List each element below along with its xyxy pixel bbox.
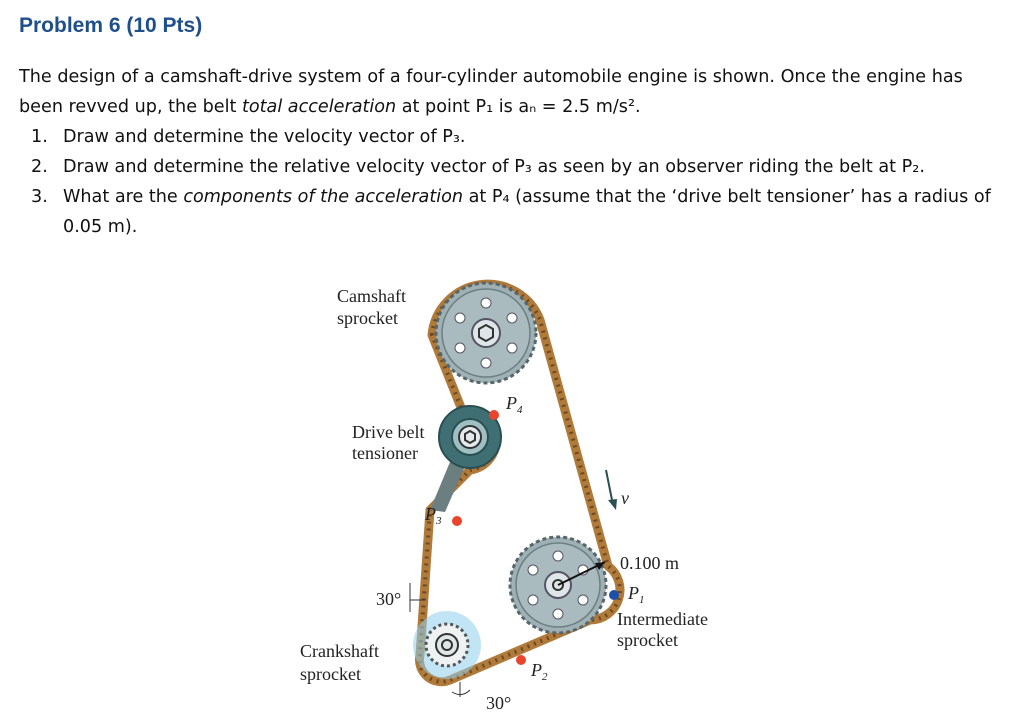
question-number: 2. bbox=[31, 157, 48, 177]
p2-letter: P bbox=[530, 660, 542, 680]
intermediate-label-line1: Intermediate bbox=[617, 609, 708, 629]
intermediate-label-line2: sprocket bbox=[617, 630, 678, 650]
angle-label-left: 30° bbox=[376, 589, 401, 609]
point-p2-label: P2 bbox=[530, 660, 548, 683]
question-text-before: What are the bbox=[63, 187, 184, 207]
crankshaft-sprocket bbox=[413, 611, 481, 679]
statement-part2: at point P₁ is aₙ = 2.5 m/s². bbox=[396, 97, 641, 117]
tensioner-pulley bbox=[430, 405, 502, 512]
velocity-label: v bbox=[621, 488, 629, 508]
camshaft-label-line2: sprocket bbox=[337, 308, 398, 328]
statement-part1: The design of a camshaft-drive system of… bbox=[19, 67, 963, 117]
problem-title: Problem 6 (10 Pts) bbox=[19, 14, 203, 37]
tensioner-label-line2: tensioner bbox=[352, 443, 418, 463]
statement-emphasis: total acceleration bbox=[241, 97, 397, 117]
point-p4-label: P4 bbox=[505, 393, 523, 416]
point-p4-marker bbox=[489, 410, 499, 420]
crankshaft-label-line2: sprocket bbox=[300, 664, 361, 684]
question-number: 1. bbox=[31, 127, 48, 147]
radius-label: 0.100 m bbox=[620, 553, 679, 573]
p3-letter: P bbox=[424, 504, 436, 524]
point-p1-marker bbox=[609, 590, 619, 600]
question-number: 3. bbox=[31, 187, 48, 207]
intermediate-sprocket bbox=[508, 535, 608, 635]
question-item: 1. Draw and determine the velocity vecto… bbox=[19, 122, 1004, 152]
p4-subscript: 4 bbox=[517, 404, 523, 416]
point-p3-label: P3 bbox=[424, 504, 442, 527]
p1-letter: P bbox=[627, 583, 639, 603]
point-p3-marker bbox=[452, 516, 462, 526]
tensioner-label-line1: Drive belt bbox=[352, 422, 424, 442]
point-p1-label: P1 bbox=[627, 583, 645, 606]
angle-label-bottom: 30° bbox=[486, 693, 511, 713]
question-item: 2. Draw and determine the relative veloc… bbox=[19, 152, 1004, 182]
p3-subscript: 3 bbox=[435, 515, 442, 527]
velocity-arrow bbox=[605, 469, 617, 510]
p4-letter: P bbox=[505, 393, 517, 413]
angle-marks bbox=[409, 583, 471, 697]
question-list: 1. Draw and determine the velocity vecto… bbox=[19, 122, 1004, 242]
question-emphasis: components of the acceleration bbox=[183, 187, 464, 207]
p2-subscript: 2 bbox=[542, 671, 548, 683]
question-text-after: at P₄ (assume that the ‘drive belt tensi… bbox=[63, 187, 991, 237]
point-p2-marker bbox=[516, 655, 526, 665]
question-text: Draw and determine the velocity vector o… bbox=[63, 127, 466, 147]
crankshaft-label-line1: Crankshaft bbox=[300, 641, 379, 661]
p1-subscript: 1 bbox=[639, 594, 645, 606]
camshaft-label-line1: Camshaft bbox=[337, 286, 406, 306]
question-text: Draw and determine the relative velocity… bbox=[63, 157, 925, 177]
camshaft-sprocket bbox=[434, 281, 538, 385]
question-item: 3. What are the components of the accele… bbox=[19, 182, 1004, 242]
problem-statement: The design of a camshaft-drive system of… bbox=[19, 62, 1004, 122]
